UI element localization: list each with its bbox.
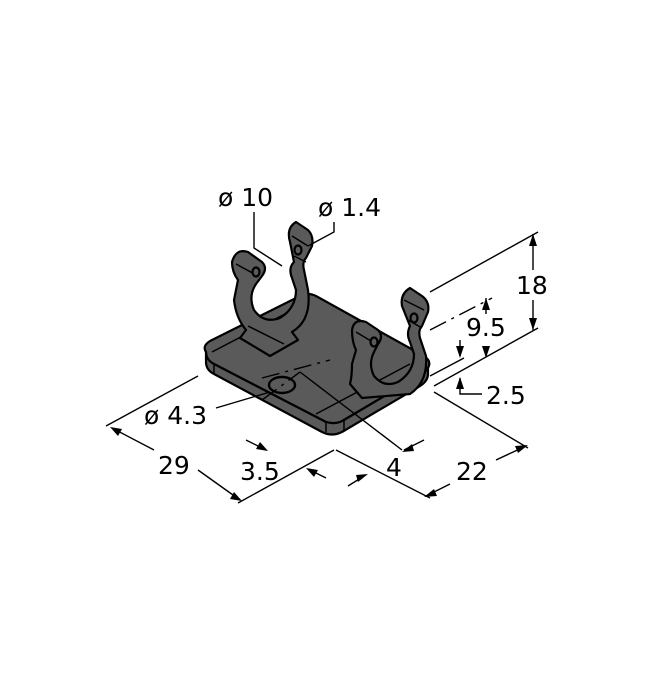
dim-pin-diameter: ø 1.4 (318, 193, 381, 222)
dim-clip-center-height: 9.5 (466, 313, 506, 342)
hole-centerline (261, 359, 331, 379)
dim-length: 29 (158, 451, 190, 480)
left-cable-clip (230, 220, 314, 358)
right-clip-pin-hole-b (409, 312, 419, 324)
leader-clip-diameter (253, 212, 283, 267)
dim-hole-offset-y: 4 (386, 453, 402, 482)
left-clip-pin-hole-b (293, 244, 303, 256)
dim-base-thickness: 2.5 (486, 381, 526, 410)
dim-clip-diameter: ø 10 (218, 183, 273, 212)
leader-hole-diameter (215, 391, 271, 409)
dimension-annotations: ø 10 ø 1.4 18 9.5 2.5 ø 4.3 29 (105, 183, 548, 504)
dim-overall-height: 18 (516, 271, 548, 300)
dim-hole-diameter: ø 4.3 (144, 401, 207, 430)
leader-pin-diameter (307, 222, 335, 247)
dim-width: 22 (456, 457, 488, 486)
left-clip-pin-hole-a (251, 266, 261, 278)
bracket-part (203, 220, 431, 436)
right-cable-clip (348, 286, 430, 400)
dim-hole-offset-x: 3.5 (240, 457, 280, 486)
right-clip-pin-hole-a (369, 336, 379, 348)
